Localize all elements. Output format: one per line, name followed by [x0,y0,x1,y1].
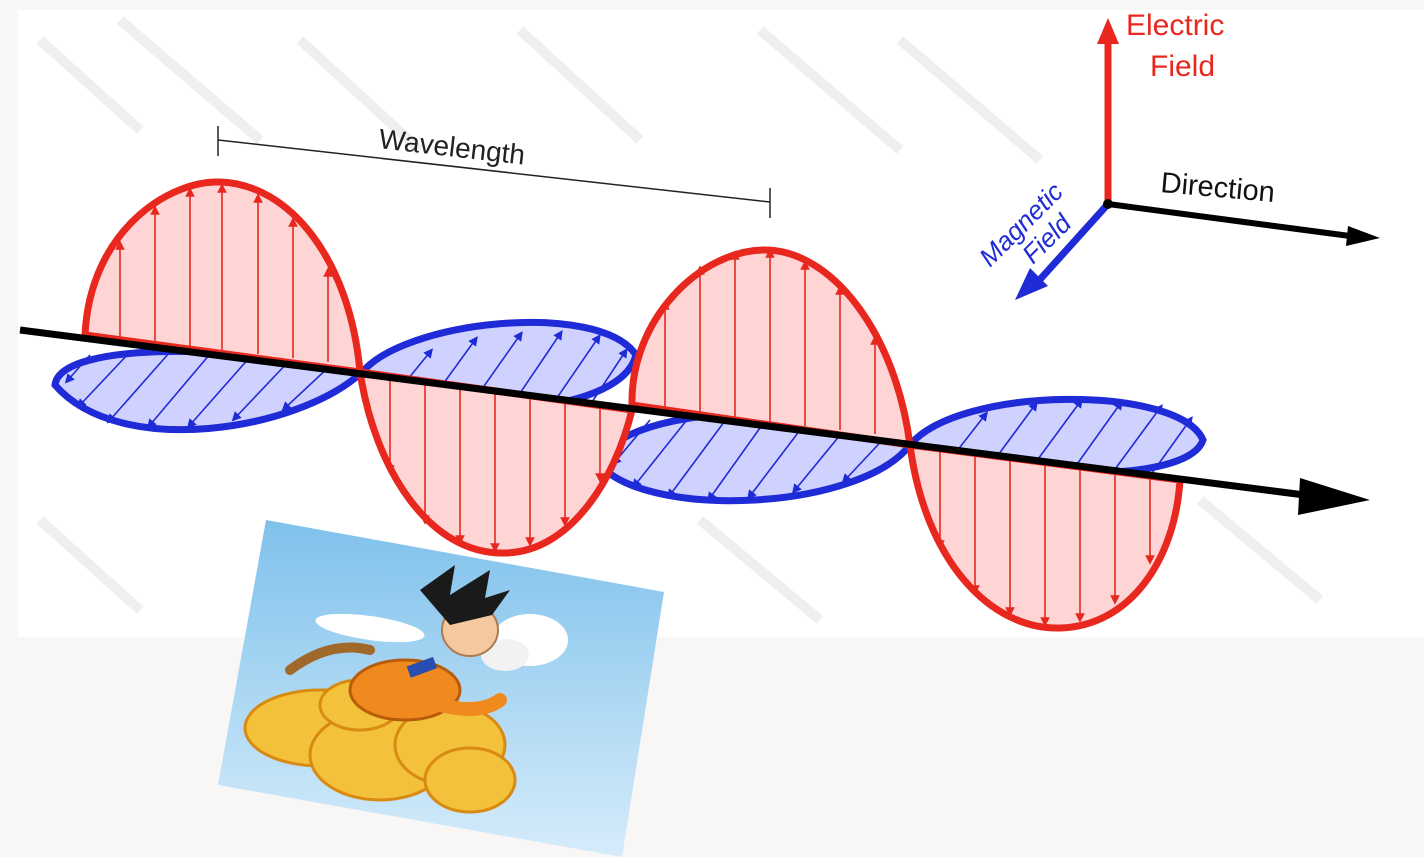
orange-outfit [348,658,462,722]
wavelength-bracket [217,126,771,218]
spiky-hair [420,565,510,625]
electric-lobe-2 [355,367,637,557]
electric-field-label-line2: Field [1150,50,1215,83]
electric-lobe-4 [905,440,1184,632]
blue-sash [406,656,438,678]
tail [285,642,375,675]
magnetic-field-arrowhead [1015,268,1048,300]
electric-lobe-3 [628,246,915,450]
white-cloud-trail [315,613,568,671]
direction-arrowhead [1346,226,1380,246]
electric-field-label-line1: Electric [1126,9,1224,42]
electric-lobe-1 [81,178,364,377]
cartoon-character [285,565,510,722]
electric-field-arrowhead [1097,18,1119,44]
propagation-axis-arrow [19,326,1370,515]
axes-legend [1015,18,1380,300]
direction-axis [1107,201,1351,239]
magnetic-field-axis [1032,201,1111,288]
leg [433,693,507,716]
